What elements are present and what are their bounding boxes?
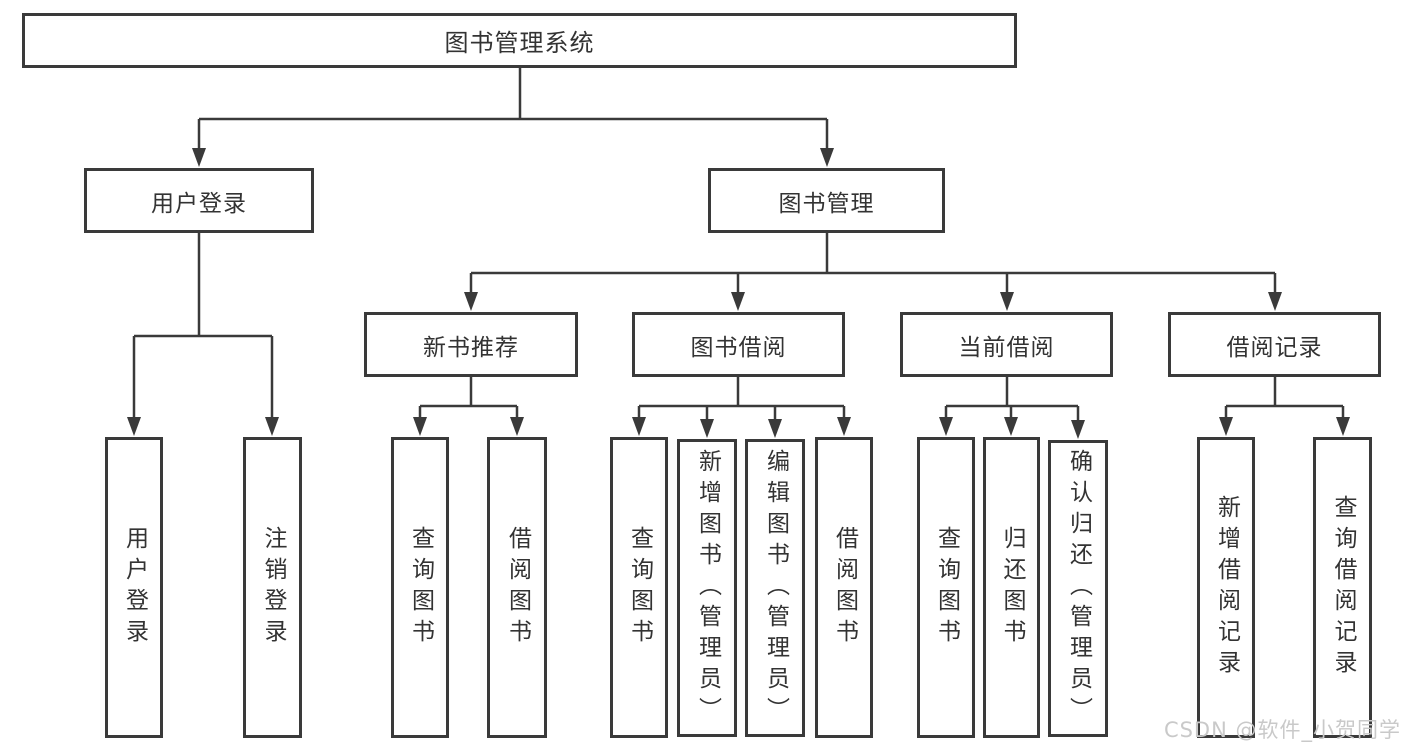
node-user-login: 用户登录 — [84, 168, 314, 233]
node-bb-add-book: 新增图书（管理员） — [677, 439, 737, 737]
node-cb-confirm-return: 确认归还（管理员） — [1048, 440, 1108, 737]
node-bb-borrow-book-label: 借阅图书 — [831, 525, 858, 650]
node-nbr-query-book: 查询图书 — [391, 437, 449, 738]
node-cb-return-book-label: 归还图书 — [999, 525, 1025, 650]
node-cb-return-book: 归还图书 — [983, 437, 1040, 738]
node-bb-edit-book: 编辑图书（管理员） — [745, 439, 805, 737]
node-cb-confirm-return-label: 确认归还（管理员） — [1065, 449, 1092, 728]
node-login-label: 用户登录 — [121, 525, 148, 650]
node-book-management: 图书管理 — [708, 168, 945, 233]
node-user-login-label: 用户登录 — [151, 190, 247, 217]
node-borrow-record-label: 借阅记录 — [1226, 334, 1323, 361]
node-bb-borrow-book: 借阅图书 — [815, 437, 873, 738]
node-bb-add-book-label: 新增图书（管理员） — [694, 448, 721, 728]
node-book-borrow-label: 图书借阅 — [690, 334, 787, 361]
node-new-book-recommend: 新书推荐 — [364, 312, 578, 377]
node-current-borrow: 当前借阅 — [900, 312, 1113, 377]
watermark: CSDN @软件_小贺同学 — [1163, 718, 1401, 742]
node-br-query-record-label: 查询借阅记录 — [1330, 494, 1356, 681]
node-cb-query-book-label: 查询图书 — [933, 525, 960, 650]
node-nbr-borrow-book: 借阅图书 — [487, 437, 547, 738]
node-root: 图书管理系统 — [22, 13, 1017, 68]
node-bb-query-book-label: 查询图书 — [626, 525, 653, 650]
node-borrow-record: 借阅记录 — [1168, 312, 1381, 377]
node-logout-label: 注销登录 — [260, 525, 286, 650]
node-br-add-record-label: 新增借阅记录 — [1213, 494, 1240, 681]
node-cb-query-book: 查询图书 — [917, 437, 975, 738]
node-book-borrow: 图书借阅 — [632, 312, 845, 377]
node-new-book-recommend-label: 新书推荐 — [423, 334, 519, 361]
node-login: 用户登录 — [105, 437, 163, 738]
node-br-add-record: 新增借阅记录 — [1197, 437, 1255, 738]
node-nbr-query-book-label: 查询图书 — [407, 525, 434, 650]
node-nbr-borrow-book-label: 借阅图书 — [504, 525, 531, 650]
node-bb-edit-book-label: 编辑图书（管理员） — [762, 448, 789, 728]
node-logout: 注销登录 — [243, 437, 302, 738]
node-bb-query-book: 查询图书 — [610, 437, 668, 738]
node-current-borrow-label: 当前借阅 — [958, 334, 1055, 361]
node-br-query-record: 查询借阅记录 — [1313, 437, 1372, 738]
node-root-label: 图书管理系统 — [444, 29, 595, 57]
node-book-management-label: 图书管理 — [778, 190, 875, 217]
